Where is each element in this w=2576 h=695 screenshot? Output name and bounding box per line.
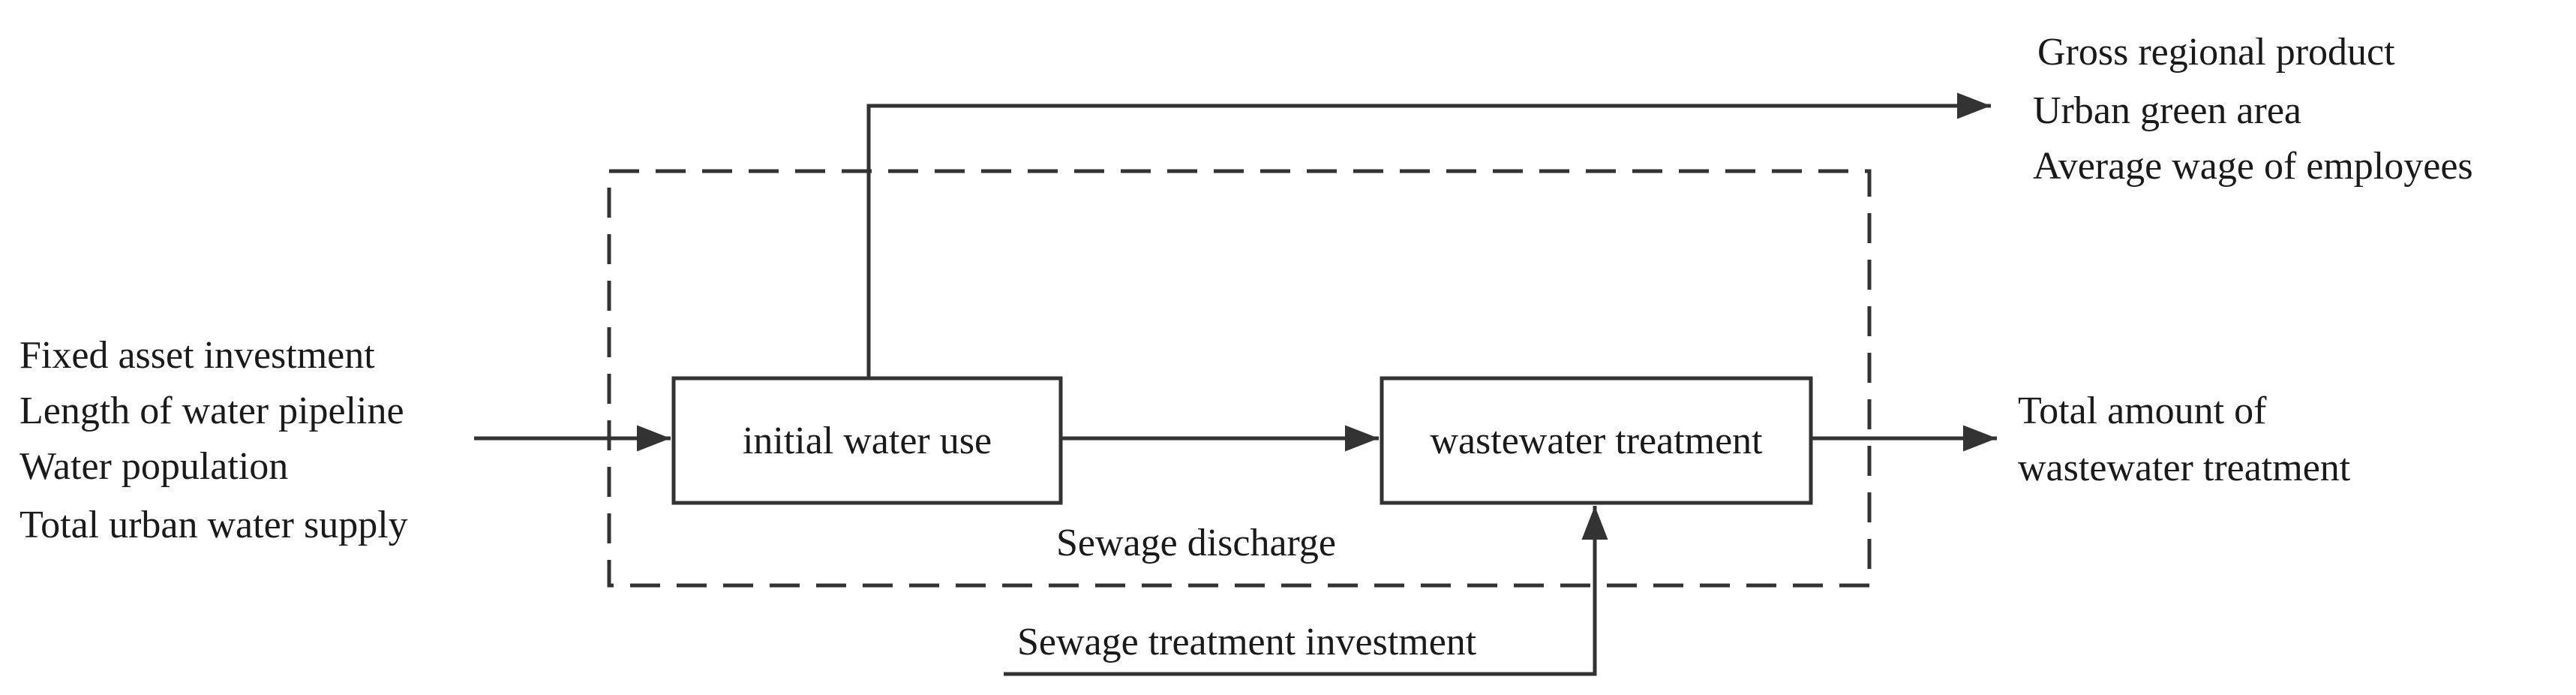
stage2-box (1380, 376, 1813, 505)
input-label-water-population: Water population (20, 445, 289, 488)
system-boundary-dashed (607, 169, 1872, 588)
input-label-fixed-asset-investment: Fixed asset investment (20, 334, 375, 377)
output-label-urban-green-area: Urban green area (2033, 89, 2301, 132)
extra-input-path (1004, 506, 1608, 676)
extra-input-label: Sewage treatment investment (1017, 621, 1477, 663)
output-label-gross-regional-product: Gross regional product (2037, 31, 2395, 74)
final-output-label-line1: Total amount of (2018, 390, 2267, 432)
input-label-total-urban-water-supply: Total urban water supply (20, 504, 408, 546)
output-label-average-wage-of-employees: Average wage of employees (2033, 145, 2473, 188)
final-output-label-line2: wastewater treatment (2018, 447, 2351, 489)
top-output-path (866, 92, 1991, 378)
stage1-label: initial water use (742, 420, 992, 462)
input-label-length-of-water-pipeline: Length of water pipeline (20, 390, 404, 432)
intermediate-label: Sewage discharge (1056, 522, 1337, 564)
stage2-label: wastewater treatment (1430, 420, 1763, 462)
